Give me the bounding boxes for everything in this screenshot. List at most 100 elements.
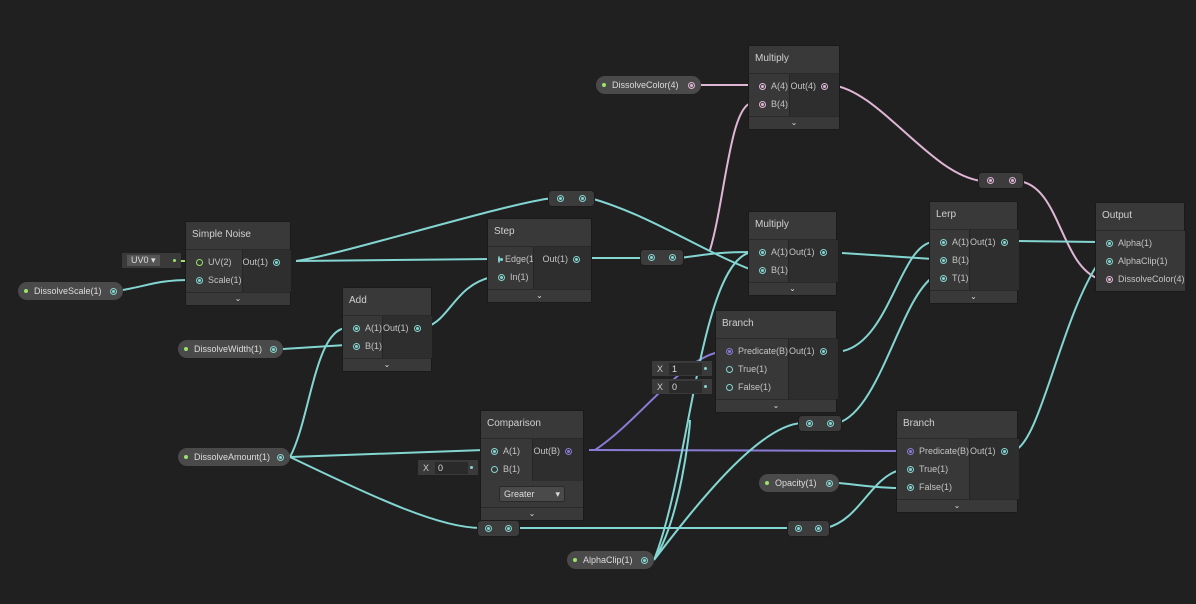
output-port[interactable]: Out(B) bbox=[533, 442, 583, 460]
output-port[interactable]: Out(1) bbox=[970, 233, 1019, 251]
input-port[interactable]: B(1) bbox=[343, 337, 382, 355]
port-icon[interactable] bbox=[940, 256, 947, 264]
input-port[interactable]: A(1) bbox=[343, 319, 382, 337]
port-icon[interactable] bbox=[688, 81, 695, 89]
port-icon[interactable] bbox=[1000, 238, 1008, 246]
output-port[interactable]: Out(4) bbox=[790, 77, 839, 95]
port-icon[interactable] bbox=[940, 274, 947, 282]
property-opacity[interactable]: Opacity(1) bbox=[759, 474, 839, 492]
port-icon[interactable] bbox=[491, 447, 498, 455]
value-field[interactable]: 0 bbox=[669, 380, 703, 393]
port-icon[interactable] bbox=[565, 447, 572, 455]
redirect-node[interactable] bbox=[477, 520, 520, 537]
input-port[interactable]: DissolveColor(4) bbox=[1096, 270, 1185, 288]
comparison-mode-dropdown[interactable]: Greater▾ bbox=[499, 486, 565, 502]
expand-chevron-icon[interactable]: ⌄ bbox=[897, 499, 1017, 512]
port-icon[interactable] bbox=[1008, 177, 1016, 184]
input-port[interactable]: A(1) bbox=[749, 243, 788, 261]
port-icon[interactable] bbox=[827, 420, 834, 427]
output-port[interactable]: Out(1) bbox=[243, 253, 292, 271]
port-icon[interactable] bbox=[579, 195, 587, 202]
input-port[interactable]: A(1) bbox=[930, 233, 969, 251]
port-icon[interactable] bbox=[1106, 257, 1113, 265]
port-icon[interactable] bbox=[819, 347, 827, 355]
expand-chevron-icon[interactable]: ⌄ bbox=[716, 399, 836, 412]
redirect-node[interactable] bbox=[640, 249, 684, 266]
input-port[interactable]: A(1) bbox=[481, 442, 532, 460]
port-icon[interactable] bbox=[277, 453, 284, 461]
input-port[interactable]: B(4) bbox=[749, 95, 789, 113]
expand-chevron-icon[interactable]: ⌄ bbox=[186, 292, 290, 305]
port-icon[interactable] bbox=[806, 420, 813, 427]
port-icon[interactable] bbox=[826, 479, 833, 487]
port-icon[interactable] bbox=[759, 266, 766, 274]
port-icon[interactable] bbox=[413, 324, 421, 332]
output-port[interactable]: Out(1) bbox=[789, 342, 838, 360]
output-port[interactable]: Out(1) bbox=[789, 243, 838, 261]
port-icon[interactable] bbox=[726, 383, 733, 391]
input-port[interactable]: True(1) bbox=[897, 460, 969, 478]
input-port[interactable]: Scale(1) bbox=[186, 271, 242, 289]
property-dissolve-width[interactable]: DissolveWidth(1) bbox=[178, 340, 283, 358]
port-icon[interactable] bbox=[498, 273, 505, 281]
output-port[interactable]: Out(1) bbox=[970, 442, 1019, 460]
port-icon[interactable] bbox=[726, 347, 733, 355]
input-port[interactable]: UV(2) bbox=[186, 253, 242, 271]
port-icon[interactable] bbox=[907, 483, 914, 491]
value-field[interactable]: 0 bbox=[435, 461, 469, 474]
redirect-node[interactable] bbox=[787, 520, 830, 537]
uv-dropdown[interactable]: UV0 ▾ bbox=[127, 255, 160, 266]
expand-chevron-icon[interactable]: ⌄ bbox=[930, 290, 1017, 303]
input-port[interactable]: B(1) bbox=[749, 261, 788, 279]
redirect-node[interactable] bbox=[978, 172, 1024, 189]
port-icon[interactable] bbox=[759, 82, 766, 90]
port-icon[interactable] bbox=[505, 525, 513, 532]
port-icon[interactable] bbox=[986, 177, 994, 184]
port-icon[interactable] bbox=[815, 525, 823, 532]
input-port[interactable]: Predicate(B) bbox=[716, 342, 788, 360]
port-icon[interactable] bbox=[353, 324, 360, 332]
expand-chevron-icon[interactable]: ⌄ bbox=[749, 282, 836, 295]
port-icon[interactable] bbox=[110, 287, 117, 295]
port-icon[interactable] bbox=[648, 254, 655, 261]
port-icon[interactable] bbox=[484, 525, 492, 532]
input-port[interactable]: AlphaClip(1) bbox=[1096, 252, 1185, 270]
value-field[interactable]: 1 bbox=[669, 362, 703, 375]
port-icon[interactable] bbox=[573, 255, 580, 263]
input-port[interactable]: In(1) bbox=[488, 268, 533, 286]
output-port[interactable]: Out(1) bbox=[383, 319, 432, 337]
port-icon[interactable] bbox=[907, 465, 914, 473]
port-icon[interactable] bbox=[819, 248, 827, 256]
input-port[interactable]: Edge(1) bbox=[488, 250, 537, 268]
expand-chevron-icon[interactable]: ⌄ bbox=[481, 507, 583, 520]
redirect-node[interactable] bbox=[548, 190, 595, 207]
port-icon[interactable] bbox=[641, 556, 648, 564]
property-dissolve-scale[interactable]: DissolveScale(1) bbox=[18, 282, 123, 300]
input-port[interactable]: B(1) bbox=[930, 251, 969, 269]
port-icon[interactable] bbox=[759, 100, 766, 108]
port-icon[interactable] bbox=[726, 365, 733, 373]
redirect-node[interactable] bbox=[798, 415, 842, 432]
port-icon[interactable] bbox=[498, 255, 503, 263]
port-icon[interactable] bbox=[196, 258, 203, 266]
uv-channel-input[interactable]: UV0 ▾ bbox=[122, 253, 181, 268]
input-port[interactable]: True(1) bbox=[716, 360, 788, 378]
input-port[interactable]: A(4) bbox=[749, 77, 789, 95]
input-port[interactable]: False(1) bbox=[897, 478, 969, 496]
port-icon[interactable] bbox=[1106, 275, 1113, 283]
port-icon[interactable] bbox=[1000, 447, 1008, 455]
port-icon[interactable] bbox=[353, 342, 360, 350]
port-icon[interactable] bbox=[196, 276, 203, 284]
input-port[interactable]: Predicate(B) bbox=[897, 442, 969, 460]
property-dissolve-color[interactable]: DissolveColor(4) bbox=[596, 76, 701, 94]
port-icon[interactable] bbox=[821, 82, 828, 90]
input-port[interactable]: T(1) bbox=[930, 269, 969, 287]
port-icon[interactable] bbox=[907, 447, 914, 455]
